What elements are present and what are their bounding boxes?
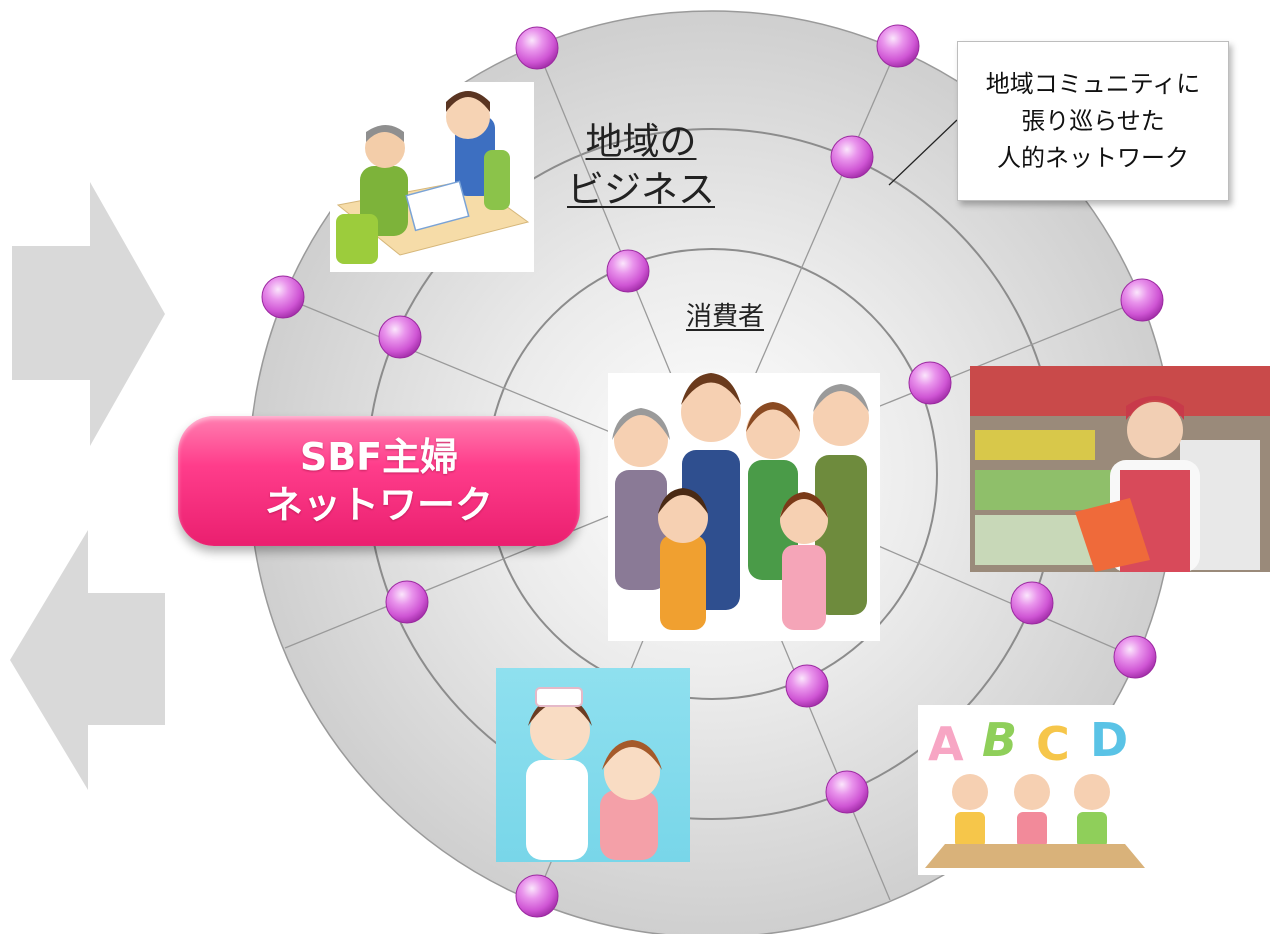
node	[876, 24, 920, 68]
business-label-line2: ビジネス	[567, 168, 715, 211]
node	[515, 874, 559, 918]
hub-line1: SBF主婦	[299, 435, 459, 479]
node	[385, 580, 429, 624]
consultation-illustration	[330, 82, 534, 272]
abc-children-illustration: A B C D	[918, 705, 1150, 875]
network-nodes	[261, 24, 1164, 918]
node	[515, 26, 559, 70]
node	[1120, 278, 1164, 322]
hub-line2: ネットワーク	[264, 483, 493, 527]
svg-text:A: A	[928, 717, 964, 771]
right-arrow-icon	[12, 182, 165, 446]
node	[1113, 635, 1157, 679]
node	[830, 135, 874, 179]
node	[825, 770, 869, 814]
callout-line1: 地域コミュニティに	[985, 69, 1201, 98]
left-arrow-icon	[10, 530, 165, 790]
callout-line3: 人的ネットワーク	[997, 143, 1189, 172]
grandfather-figure	[813, 384, 869, 615]
callout-line2: 張り巡らせた	[1021, 106, 1165, 135]
business-ring-label: 地域の ビジネス	[556, 118, 726, 214]
grandmother-figure	[612, 408, 670, 590]
nurse-child-illustration	[496, 668, 690, 862]
callout-box: 地域コミュニティに 張り巡らせた 人的ネットワーク	[957, 41, 1229, 201]
girl-figure	[780, 492, 828, 630]
node	[378, 315, 422, 359]
family-illustration	[608, 373, 880, 641]
sbf-network-hub: SBF主婦 ネットワーク	[178, 416, 580, 546]
svg-text:C: C	[1036, 717, 1070, 771]
node	[785, 664, 829, 708]
svg-text:B: B	[982, 713, 1017, 767]
node	[1010, 581, 1054, 625]
svg-text:D: D	[1090, 713, 1128, 767]
callout-leader-line	[888, 119, 958, 186]
node	[261, 275, 305, 319]
boy-figure	[658, 488, 708, 630]
business-label-line1: 地域の	[585, 120, 697, 163]
node	[606, 249, 650, 293]
supermarket-staff-photo	[970, 366, 1270, 572]
node	[908, 361, 952, 405]
consumer-ring-label: 消費者	[685, 302, 764, 332]
